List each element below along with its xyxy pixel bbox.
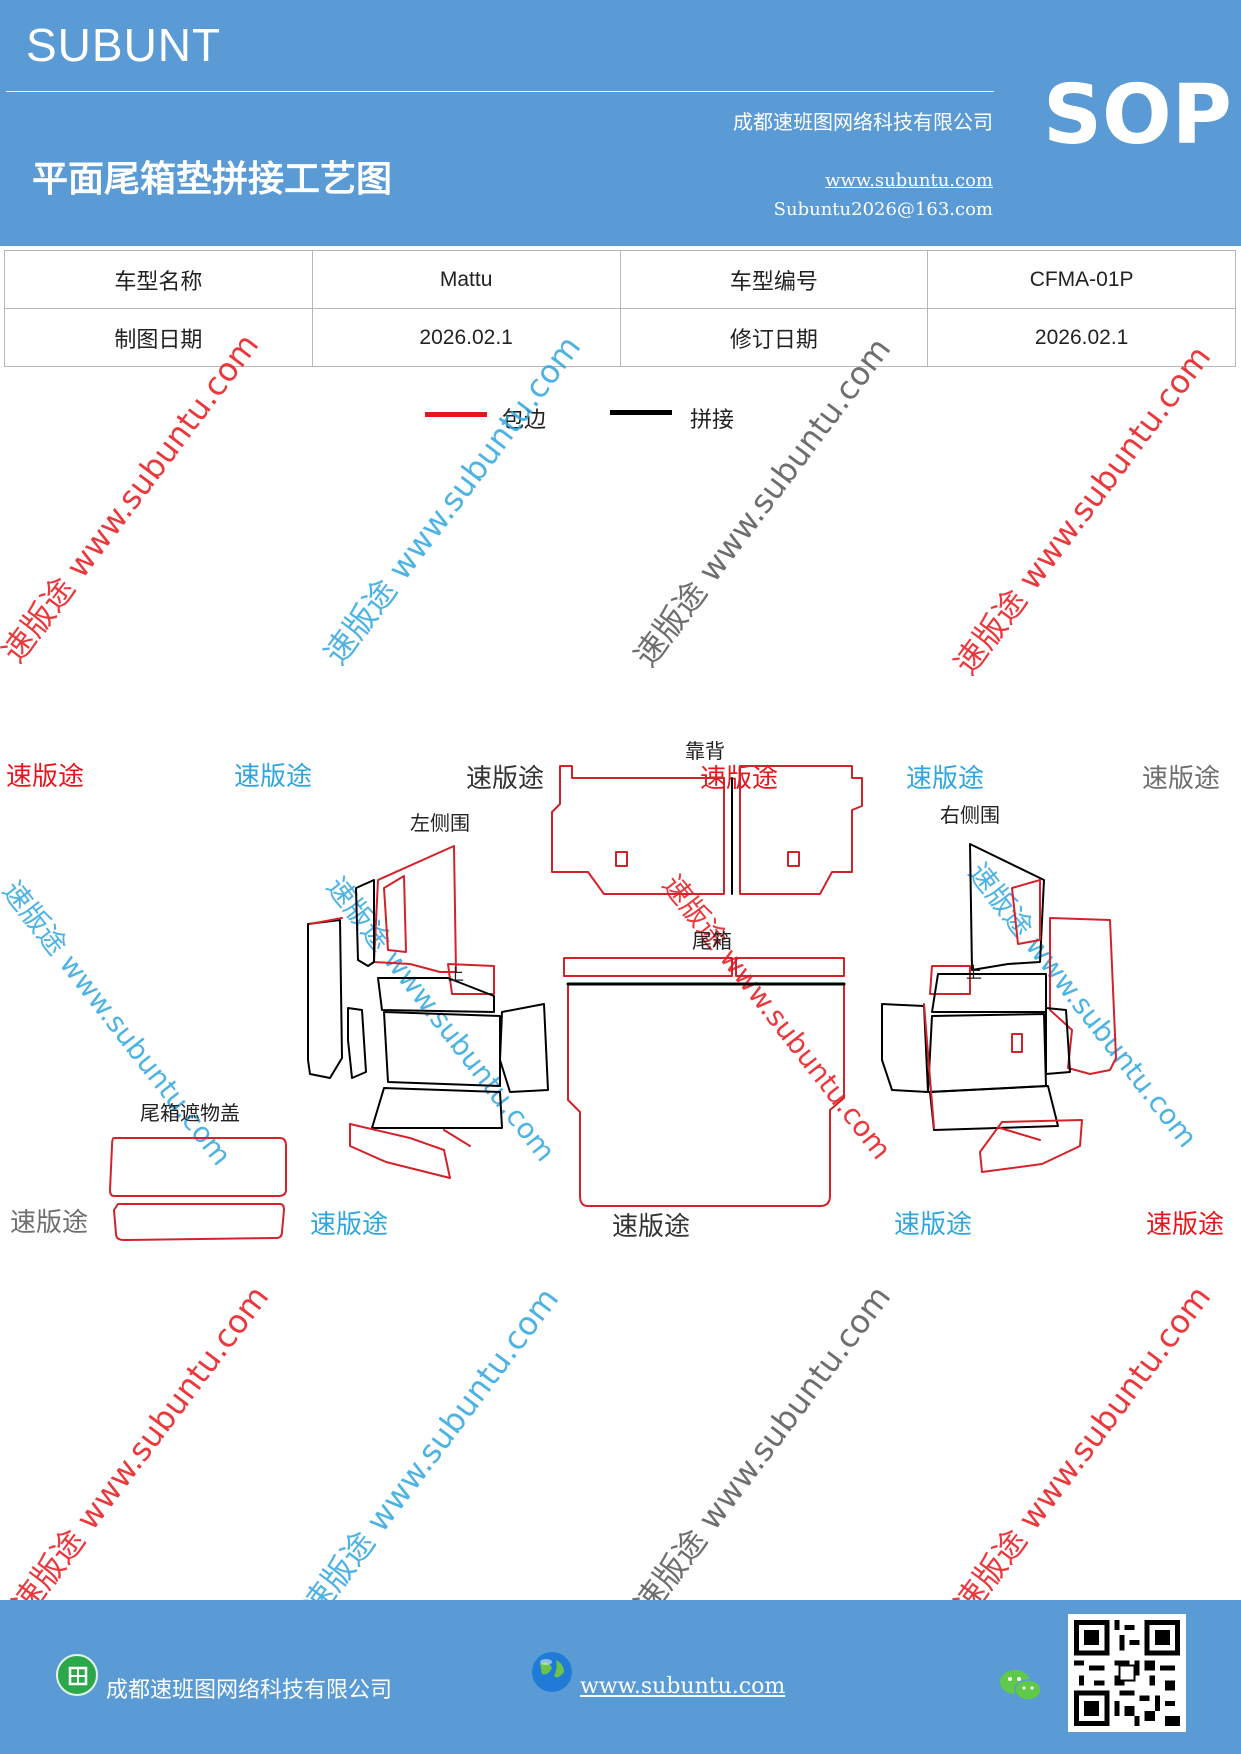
model-code-label: 车型编号 (619, 250, 929, 309)
watermark-word: 速版途 (1142, 764, 1221, 794)
header-website-link[interactable]: www.subuntu.com (825, 170, 993, 191)
header-banner: SUBUNT 成都速班图网络科技有限公司 平面尾箱垫拼接工艺图 www.subu… (0, 0, 1241, 246)
table-row: 制图日期 2026.02.1 修订日期 2026.02.1 (4, 308, 1236, 367)
document-title: 平面尾箱垫拼接工艺图 (32, 158, 393, 200)
label-left-side: 左侧围 (410, 811, 470, 835)
watermark-word: 速版途 (894, 1210, 973, 1240)
draw-date-label: 制图日期 (4, 308, 313, 367)
label-right-side: 右侧围 (940, 803, 1000, 827)
watermark-word: 速版途 (1146, 1210, 1225, 1240)
building-icon (56, 1654, 98, 1696)
watermark-word: 速版途 (466, 764, 545, 794)
footer-banner: 成都速班图网络科技有限公司 www.subuntu.com (0, 1600, 1241, 1754)
cargo-cover-panel (109, 1137, 287, 1241)
table-row: 车型名称 Mattu 车型编号 CFMA-01P (4, 250, 1236, 309)
sop-badge: SOP (1043, 68, 1232, 163)
model-name-label: 车型名称 (4, 250, 313, 309)
watermark-word: 速版途 (234, 762, 313, 792)
draw-date-value: 2026.02.1 (311, 308, 621, 367)
footer-website-link[interactable]: www.subuntu.com (580, 1674, 786, 1699)
watermark-word: 速版途 (612, 1212, 691, 1242)
legend-label-splice: 拼接 (690, 408, 735, 433)
label-right-up: 上 (966, 963, 982, 982)
footer-company: 成都速班图网络科技有限公司 (106, 1678, 393, 1703)
globe-icon (530, 1650, 574, 1694)
trunk-panel (563, 957, 846, 1207)
left-side-panel (307, 845, 549, 1179)
header-company: 成都速班图网络科技有限公司 (733, 110, 993, 134)
label-cargo-cover: 尾箱遮物盖 (140, 1101, 240, 1125)
revise-date-value: 2026.02.1 (927, 308, 1236, 367)
label-trunk: 尾箱 (692, 929, 732, 953)
header-email: Subuntu2026@163.com (773, 199, 993, 220)
wechat-icon (998, 1666, 1044, 1706)
watermark-word: 速版途 (6, 762, 85, 792)
qr-code-icon (1068, 1614, 1186, 1732)
model-name-value: Mattu (311, 250, 621, 309)
header-divider (6, 91, 994, 92)
model-code-value: CFMA-01P (927, 250, 1236, 309)
watermark-word: 速版途 (10, 1208, 89, 1238)
label-left-up: 上 (448, 965, 464, 984)
label-backrest: 靠背 (685, 739, 725, 763)
watermark-word: 速版途 (310, 1210, 389, 1240)
watermark-word: 速版途 (906, 764, 985, 794)
revise-date-label: 修订日期 (619, 308, 929, 367)
legend-label-edging: 包边 (502, 408, 547, 433)
backrest-panel (551, 765, 863, 895)
vehicle-info-table: 车型名称 Mattu 车型编号 CFMA-01P 制图日期 2026.02.1 … (4, 250, 1236, 367)
brand-name: SUBUNT (26, 19, 222, 71)
right-side-panel (881, 843, 1117, 1173)
legend-red-swatch (425, 412, 487, 417)
legend-black-swatch (610, 410, 672, 415)
